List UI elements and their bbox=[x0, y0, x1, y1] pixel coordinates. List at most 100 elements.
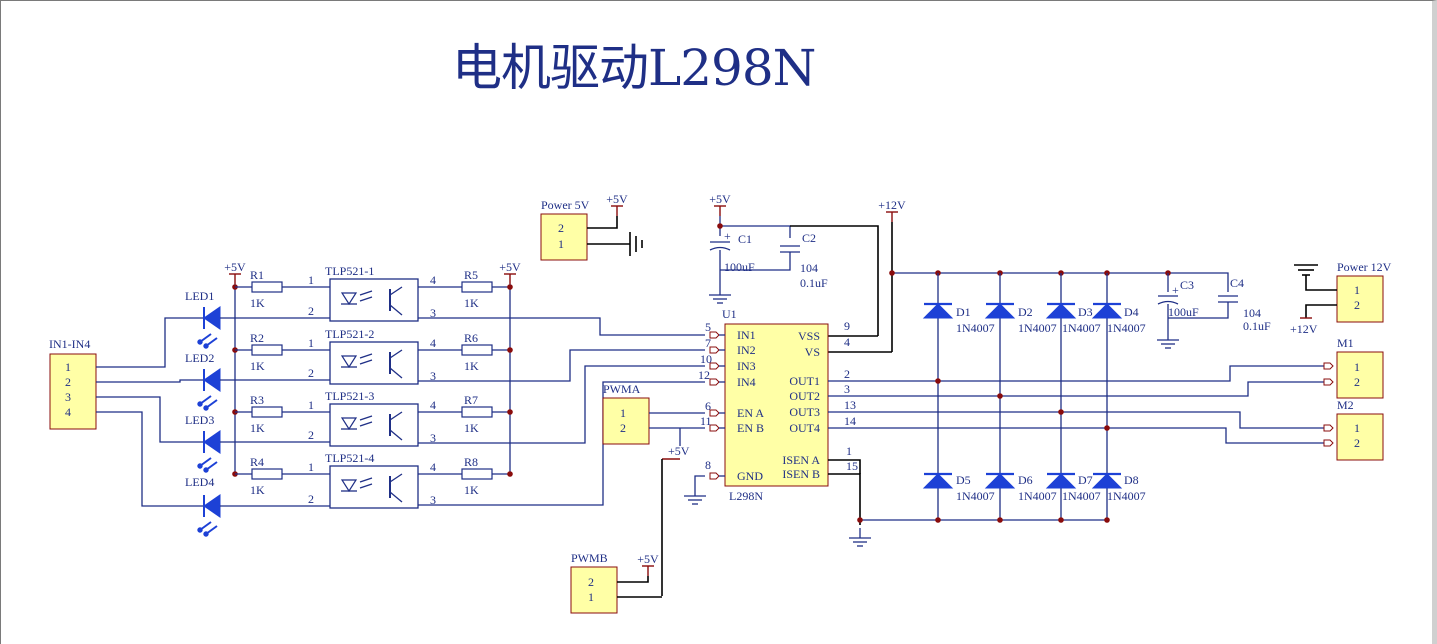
ic-pin-number: 5 bbox=[705, 320, 711, 334]
wire bbox=[96, 411, 208, 507]
opto-pin-number: 4 bbox=[430, 336, 436, 350]
ic-pin-name: IN2 bbox=[737, 343, 756, 357]
resistor-value: 1K bbox=[250, 483, 265, 497]
led-triangle bbox=[203, 430, 221, 454]
ic-pin-number: 9 bbox=[844, 319, 850, 333]
ic-pin-name: IN1 bbox=[737, 328, 756, 342]
capacitor-c1: + bbox=[709, 229, 731, 251]
led-arrow-head bbox=[203, 531, 209, 537]
opto-light-arrow bbox=[359, 296, 373, 302]
diode-ref: D1 bbox=[956, 305, 971, 319]
ground-symbol-5v bbox=[629, 232, 643, 256]
opto-light-arrow bbox=[359, 353, 373, 359]
diode-bottom-1 bbox=[922, 472, 954, 489]
opto-light-arrow bbox=[359, 290, 373, 296]
led-arrow-head bbox=[197, 339, 203, 345]
wire bbox=[828, 427, 1330, 444]
opto-light-arrow bbox=[359, 483, 373, 489]
opto-pin-number: 4 bbox=[430, 398, 436, 412]
ic-body bbox=[724, 323, 829, 487]
led-label: LED1 bbox=[185, 289, 214, 303]
connector-name: IN1-IN4 bbox=[49, 337, 90, 351]
led-2 bbox=[197, 368, 221, 411]
junction-dot bbox=[1058, 409, 1064, 415]
opto-pin-number: 3 bbox=[430, 493, 436, 507]
led-arrow-head bbox=[203, 467, 209, 473]
wire bbox=[96, 317, 208, 368]
connector-pin-number: 3 bbox=[65, 390, 71, 404]
connector-pin-number: 1 bbox=[1354, 360, 1360, 374]
wire bbox=[440, 317, 705, 336]
connector-body bbox=[602, 397, 650, 445]
cap-ref: C2 bbox=[802, 231, 816, 245]
resistor-ref: R6 bbox=[464, 331, 478, 345]
wire bbox=[587, 216, 618, 229]
connector-pin-number: 1 bbox=[558, 237, 564, 251]
ic-pin-name: OUT3 bbox=[789, 405, 820, 419]
opto-pin-number: 2 bbox=[308, 492, 314, 506]
wire bbox=[1305, 275, 1337, 291]
diode-triangle bbox=[1045, 473, 1077, 489]
connector-pin-number: 1 bbox=[1354, 421, 1360, 435]
led-arrow-head bbox=[197, 401, 203, 407]
opto-light-arrow bbox=[359, 421, 373, 427]
resistor-in-2 bbox=[251, 344, 283, 356]
connector-pin-number: 1 bbox=[1354, 283, 1360, 297]
ground-isen bbox=[849, 528, 871, 547]
opto-led-triangle bbox=[340, 355, 358, 369]
diode-part: 1N4007 bbox=[1062, 489, 1101, 503]
ic-pin-name: IN4 bbox=[737, 375, 756, 389]
connector-body bbox=[1336, 275, 1384, 323]
power-12v-vs: +12V bbox=[878, 198, 906, 222]
opto-transistor-collector bbox=[389, 286, 403, 296]
diode-triangle bbox=[922, 303, 954, 319]
ic-input-pin-marker bbox=[709, 424, 720, 432]
led-1 bbox=[197, 306, 221, 349]
opto-body bbox=[329, 278, 419, 322]
ic-input-pin-marker bbox=[709, 362, 720, 370]
wire bbox=[828, 459, 861, 474]
ic-pin-name: OUT4 bbox=[789, 421, 820, 435]
opto-led-triangle bbox=[340, 292, 358, 306]
resistor-ref: R7 bbox=[464, 393, 478, 407]
diode-bottom-3 bbox=[1045, 472, 1077, 489]
ic-pin-name: OUT2 bbox=[789, 389, 820, 403]
ground-ic bbox=[684, 486, 706, 505]
junction-dot bbox=[507, 347, 513, 353]
opto-led-triangle bbox=[340, 417, 358, 431]
resistor-out-2 bbox=[461, 344, 493, 356]
connector-pin-marker bbox=[1323, 439, 1334, 447]
ic-pin-number: 2 bbox=[844, 367, 850, 381]
diode-ref: D8 bbox=[1124, 473, 1139, 487]
opto-pin-number: 3 bbox=[430, 431, 436, 445]
ic-pin-name: EN B bbox=[737, 421, 764, 435]
diode-part: 1N4007 bbox=[956, 321, 995, 335]
ic-ref: U1 bbox=[722, 307, 737, 321]
cap-plate-curved bbox=[709, 246, 731, 251]
opto-transistor-collector bbox=[389, 349, 403, 359]
power-5v-right: +5V bbox=[499, 260, 521, 284]
led-arrow-head bbox=[203, 405, 209, 411]
resistor-in-3 bbox=[251, 406, 283, 418]
led-4 bbox=[197, 494, 221, 537]
opto-light-arrow bbox=[359, 359, 373, 365]
resistor-value: 1K bbox=[250, 296, 265, 310]
junction-dot bbox=[1058, 517, 1064, 523]
resistor-out-4 bbox=[461, 468, 493, 480]
resistor-ref: R3 bbox=[250, 393, 264, 407]
connector-pin-number: 2 bbox=[65, 375, 71, 389]
diode-top-4 bbox=[1091, 302, 1123, 319]
resistor-out-1 bbox=[461, 281, 493, 293]
diode-top-1 bbox=[922, 302, 954, 319]
ic-part-number: L298N bbox=[729, 489, 763, 503]
opto-led-triangle bbox=[340, 479, 358, 493]
cap-ref: C3 bbox=[1180, 278, 1194, 292]
wire bbox=[1305, 304, 1337, 318]
ground-c1 bbox=[709, 285, 731, 304]
wire bbox=[828, 411, 1330, 429]
connector-body bbox=[540, 213, 588, 261]
